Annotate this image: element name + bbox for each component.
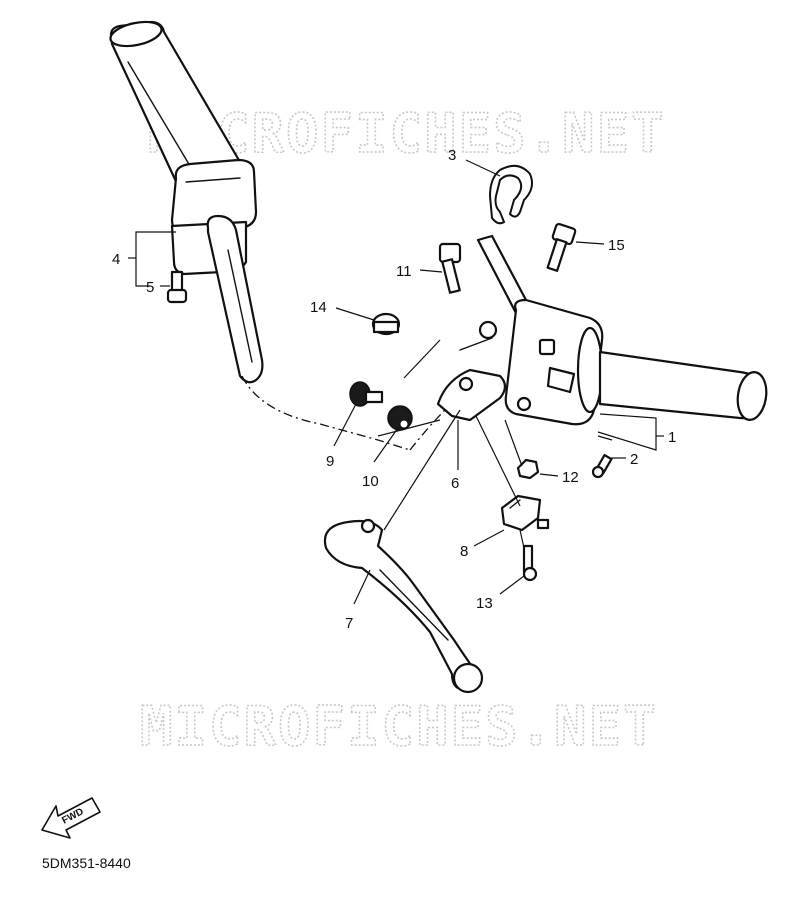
callout-7: 7 <box>345 615 353 632</box>
callout-12: 12 <box>562 469 579 486</box>
callout-11: 11 <box>396 263 412 280</box>
clutch-lever <box>206 214 264 384</box>
lever-holder-6 <box>436 320 507 422</box>
callout-5: 5 <box>146 279 154 296</box>
clip-3 <box>488 164 533 225</box>
nut-12 <box>516 458 540 480</box>
callout-3: 3 <box>448 147 456 164</box>
callout-8: 8 <box>460 543 468 560</box>
bolt-15 <box>546 222 577 272</box>
bolt-11 <box>438 242 462 294</box>
screw-13 <box>522 544 538 582</box>
fwd-arrow-icon: FWD <box>41 797 101 839</box>
locknut-10 <box>387 405 413 431</box>
adjuster-9 <box>349 381 384 407</box>
handlebar-switch <box>504 298 604 426</box>
screw-2 <box>591 453 613 479</box>
brake-lever-7 <box>323 518 484 694</box>
callout-10: 10 <box>362 473 379 490</box>
bolt-5 <box>166 270 188 304</box>
switch-8 <box>500 494 550 532</box>
callout-13: 13 <box>476 595 493 612</box>
callout-4: 4 <box>112 251 120 268</box>
cap-14 <box>371 312 401 336</box>
callout-1: 1 <box>668 429 676 446</box>
left-grip <box>109 20 242 192</box>
callout-9: 9 <box>326 453 334 470</box>
diagram-code: 5DM351-8440 <box>42 855 131 871</box>
callout-6: 6 <box>451 475 459 492</box>
callout-2: 2 <box>630 451 638 468</box>
assembly-path-left <box>241 375 411 451</box>
right-grip <box>598 350 768 421</box>
watermark-bottom: MICROFICHES.NET <box>140 695 658 758</box>
callout-14: 14 <box>310 299 327 316</box>
callout-15: 15 <box>608 237 625 254</box>
